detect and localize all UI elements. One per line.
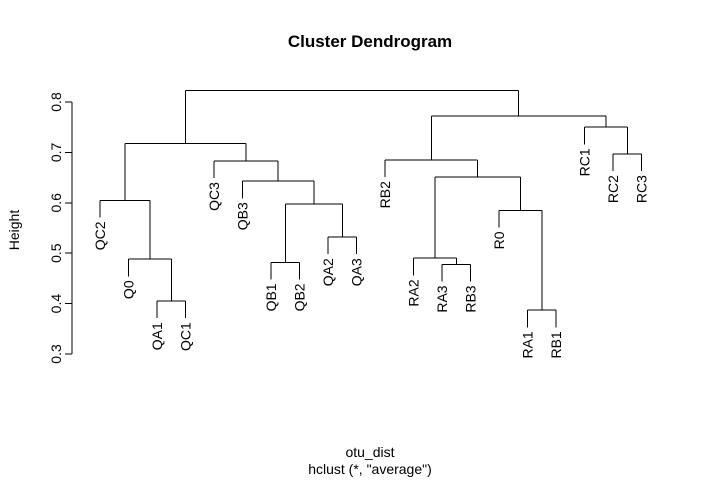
y-tick-label: 0.6: [48, 193, 64, 213]
leaf-label: RB3: [463, 285, 479, 312]
leaf-label: QC1: [178, 322, 194, 351]
leaf-label: QA3: [349, 258, 365, 286]
chart-title: Cluster Dendrogram: [288, 32, 452, 51]
y-tick-label: 0.7: [48, 142, 64, 162]
leaf-label: RC1: [577, 148, 593, 176]
leaf-label: RA1: [520, 331, 536, 358]
leaf-label: RB1: [548, 331, 564, 358]
leaf-label: QB2: [292, 283, 308, 311]
leaf-label: QB3: [235, 202, 251, 230]
y-tick-label: 0.5: [48, 243, 64, 263]
y-tick-label: 0.3: [48, 344, 64, 364]
leaf-label: RA2: [406, 279, 422, 306]
leaf-label: RB2: [377, 181, 393, 208]
leaf-label: RA3: [434, 285, 450, 312]
leaf-label: QA1: [149, 322, 165, 350]
chart-subtitle: hclust (*, "average"): [308, 461, 432, 477]
leaf-label: Q0: [121, 280, 137, 299]
leaf-label: RC2: [605, 175, 621, 203]
dendrogram-branches: [99, 89, 642, 328]
leaf-label: QB1: [263, 283, 279, 311]
y-axis-label: Height: [6, 210, 22, 251]
leaf-label: RC3: [634, 175, 650, 203]
y-tick-label: 0.4: [48, 294, 64, 314]
x-axis-label: otu_dist: [345, 444, 394, 460]
leaf-label: QC2: [92, 221, 108, 250]
leaf-label: QC3: [206, 182, 222, 211]
leaf-label: R0: [491, 231, 507, 249]
y-tick-label: 0.8: [48, 92, 64, 112]
leaf-label: QA2: [320, 258, 336, 286]
y-axis: 0.3 0.4 0.5 0.6 0.7 0.8: [48, 92, 73, 364]
